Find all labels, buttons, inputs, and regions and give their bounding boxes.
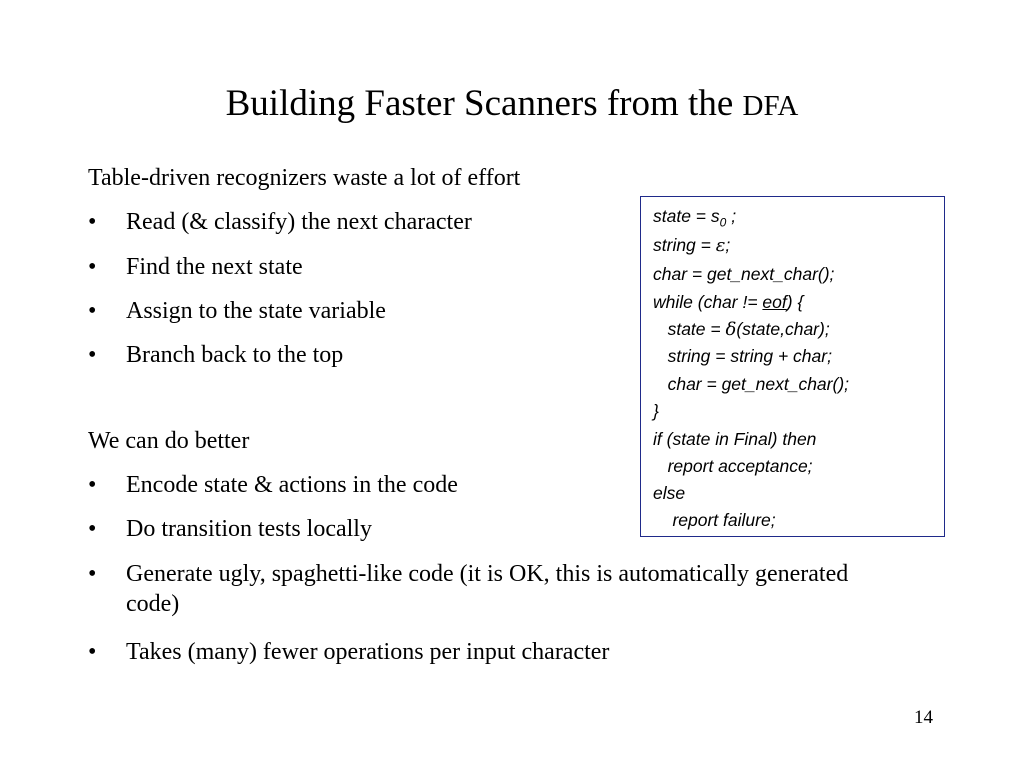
bullet-item: • Branch back to the top <box>88 340 888 370</box>
slide-title-main: Building Faster Scanners from the <box>225 83 743 124</box>
bullet-marker: • <box>88 516 97 542</box>
code-line: char = get_next_char(); <box>653 374 850 394</box>
code-text: (state,char); <box>736 319 830 339</box>
code-subscript: 0 <box>719 215 727 230</box>
code-text: ; <box>726 206 737 226</box>
bullet-text: Find the next state <box>126 254 303 280</box>
slide-title: Building Faster Scanners from the DFA <box>0 82 1024 128</box>
bullet-item: • Encode state & actions in the code <box>88 470 888 500</box>
bullet-marker: • <box>88 561 97 587</box>
delta-symbol: δ <box>725 319 737 340</box>
bullet-marker: • <box>88 639 97 665</box>
bullet-text: Generate ugly, spaghetti-like code (it i… <box>126 561 849 617</box>
code-text: ) { <box>786 292 804 312</box>
code-line: state = s0 ; <box>653 205 737 230</box>
epsilon-symbol: ε <box>715 235 726 256</box>
bullet-text: Assign to the state variable <box>126 298 386 324</box>
bullet-marker: • <box>88 342 97 368</box>
section-heading-table-driven: Table-driven recognizers waste a lot of … <box>88 165 521 191</box>
code-text: state = <box>653 319 726 339</box>
code-line: char = get_next_char(); <box>653 264 835 284</box>
bullet-text: Encode state & actions in the code <box>126 472 458 498</box>
bullet-item: • Assign to the state variable <box>88 296 888 326</box>
bullet-text: Read (& classify) the next character <box>126 209 472 235</box>
code-line: } <box>653 401 659 421</box>
page-number: 14 <box>914 707 933 728</box>
code-text: while (char != <box>653 292 763 312</box>
code-line: else <box>653 483 686 503</box>
bullet-marker: • <box>88 472 97 498</box>
bullet-text: Do transition tests locally <box>126 516 372 542</box>
bullet-text: Branch back to the top <box>126 342 344 368</box>
code-line: report acceptance; <box>653 456 813 476</box>
code-text: state = s <box>653 206 720 226</box>
code-line: report failure; <box>653 510 776 530</box>
bullet-marker: • <box>88 209 97 235</box>
scanner-code-box: state = s0 ; string = ε; char = get_next… <box>640 196 945 537</box>
bullet-item: • Takes (many) fewer operations per inpu… <box>88 637 888 667</box>
bullet-marker: • <box>88 298 97 324</box>
code-line: while (char != eof) { <box>653 291 803 313</box>
code-line: string = string + char; <box>653 346 832 366</box>
bullet-item: • Generate ugly, spaghetti-like code (it… <box>88 559 878 619</box>
bullet-item: • Do transition tests locally <box>88 514 888 544</box>
bullet-marker: • <box>88 254 97 280</box>
bullet-text: Takes (many) fewer operations per input … <box>126 639 610 665</box>
slide-title-tail: DFA <box>742 90 799 122</box>
code-text: ; <box>725 235 731 255</box>
bullet-item: • Find the next state <box>88 252 888 282</box>
code-eof-keyword: eof <box>762 292 787 312</box>
code-line: string = ε; <box>653 234 730 257</box>
code-text: string = <box>653 235 716 255</box>
code-line: if (state in Final) then <box>653 429 817 449</box>
code-line: state = δ(state,char); <box>653 318 830 341</box>
bullet-item: • Read (& classify) the next character <box>88 207 888 237</box>
section-heading-do-better: We can do better <box>88 428 250 454</box>
